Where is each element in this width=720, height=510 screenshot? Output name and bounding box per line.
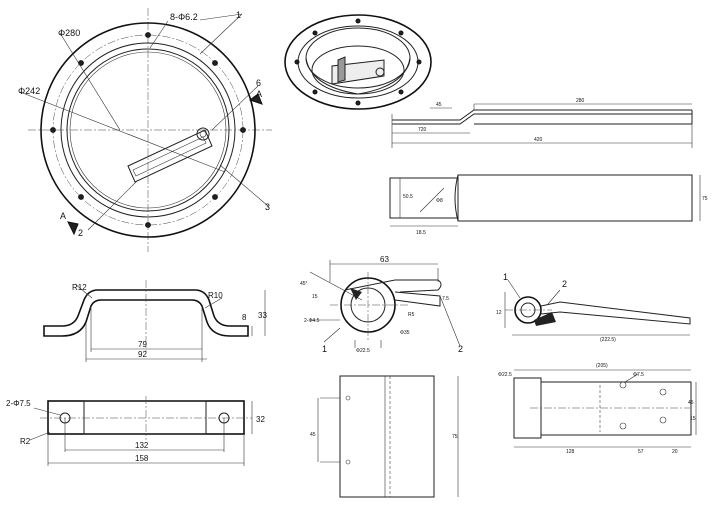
dim-side-length: (222.5)	[600, 337, 616, 343]
section-label-a-top: A	[256, 89, 262, 99]
dim-hinge-outer: Φ35	[400, 330, 410, 336]
dim-hinge-holes: 2-Φ4.5	[304, 318, 320, 324]
latch-handle	[127, 127, 213, 183]
dim-inner-dia: Φ242	[18, 86, 40, 96]
dim-plan-total: (205)	[596, 363, 608, 369]
dim-thickness: 8	[242, 313, 247, 322]
side-balloon-2: 2	[562, 279, 567, 289]
balloon-6: 6	[256, 78, 261, 88]
side-balloon-1: 1	[503, 272, 508, 282]
dim-outer-length: 92	[138, 350, 147, 359]
dim-plan-width: 45	[688, 400, 694, 406]
dim-hinge-offset: 15	[312, 294, 318, 300]
handle-front-view: R12 R10 8 33 79 92	[43, 280, 267, 362]
handle-end-view: 50.5 Φ8 75 18.5	[389, 174, 708, 236]
side-view: 45 720 420 280	[391, 98, 693, 148]
hinge-balloon-2: 2	[458, 344, 463, 354]
dim-handle-radius: R2	[20, 437, 31, 446]
dim-bend: 45	[436, 102, 442, 108]
dim-plan-hole-dia: Φ7.5	[633, 372, 644, 378]
dim-outer-dia: Φ280	[58, 28, 80, 38]
dim-radius-10: R10	[208, 291, 223, 300]
dim-hinge-angle: 45°	[300, 281, 308, 287]
hinge-side-view: 12 (222.5) 1 2	[496, 272, 691, 343]
dim-hinge-radius: R5	[408, 312, 415, 318]
dim-plan-spacing: 57	[638, 449, 644, 455]
dim-end-stub: 18.5	[416, 230, 426, 236]
isometric-view	[284, 14, 432, 110]
dim-end-hole: Φ8	[436, 198, 443, 204]
dim-plan-edge: 15	[690, 416, 696, 422]
balloon-2: 2	[78, 228, 83, 238]
hinge-balloon-1: 1	[322, 344, 327, 354]
dim-handle-width: 32	[256, 415, 265, 424]
dim-plan-pin-dia: Φ22.5	[498, 372, 512, 378]
dim-plan-end: 20	[672, 449, 678, 455]
dim-plate-hole-spacing: 45	[310, 432, 316, 438]
dim-height: 33	[258, 311, 267, 320]
dim-hinge-inner: Φ22.5	[356, 348, 370, 354]
bolt-holes	[50, 32, 246, 228]
dim-end-width: 50.5	[403, 194, 413, 200]
dim-hinge-length: 63	[380, 255, 389, 264]
dim-plate-height: 75	[452, 434, 458, 440]
dim-radius-12: R12	[72, 283, 87, 292]
dim-total-length: 420	[534, 137, 543, 143]
dim-bolt-holes: 8-Φ6.2	[170, 12, 198, 22]
dim-plan-first: 128	[566, 449, 575, 455]
dim-handle-holes: 2-Φ7.5	[6, 399, 31, 408]
dim-long-length: 280	[576, 98, 585, 104]
dim-end-height: 75	[702, 196, 708, 202]
dim-side-height: 12	[496, 310, 502, 316]
balloon-3: 3	[265, 202, 270, 212]
top-view: Φ280 8-Φ6.2 Φ242 1 6 A 3 2 A	[18, 8, 272, 252]
hinge-plan-view: (205) Φ22.5 Φ7.5 45 15 128 57 20	[498, 363, 697, 455]
section-label-a-bottom: A	[60, 211, 66, 221]
balloon-1: 1	[236, 10, 241, 20]
dim-hinge-tab: 7.5	[442, 296, 449, 302]
handle-top-view: 2-Φ7.5 32 R2 132 158	[6, 396, 265, 466]
plate-front-view: 45 75	[310, 375, 459, 498]
dim-short-length: 720	[418, 127, 427, 133]
hinge-detail-view: 63 45° 15 2-Φ4.5 7.5 R5 Φ35 Φ22.5 1 2	[300, 255, 463, 354]
dim-inner-length: 79	[138, 340, 147, 349]
dim-handle-length: 158	[135, 454, 149, 463]
dim-hole-spacing: 132	[135, 441, 149, 450]
